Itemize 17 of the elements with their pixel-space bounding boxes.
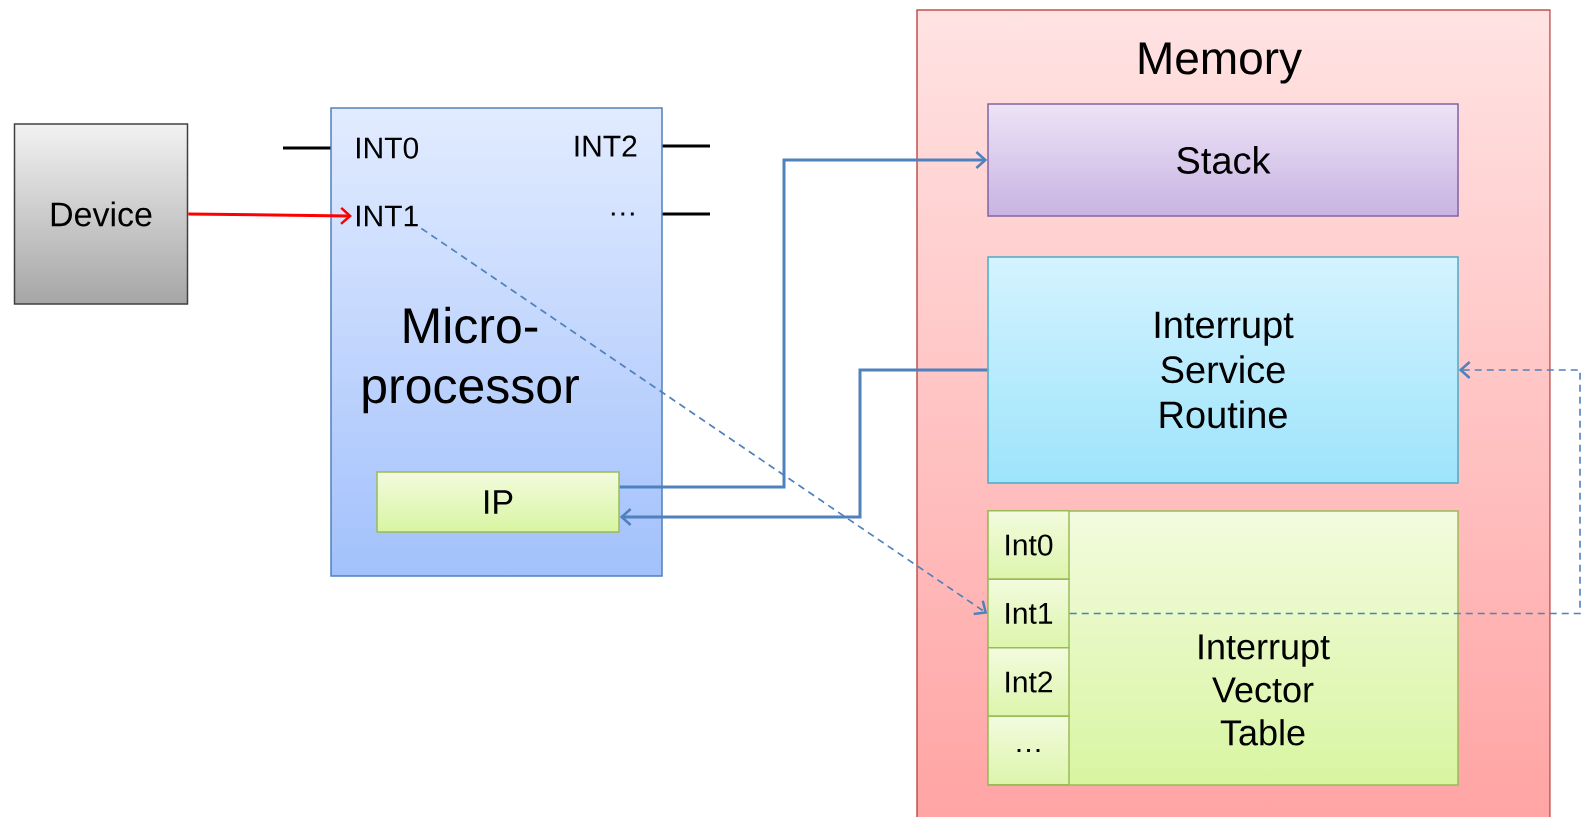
pin-label: … — [611, 212, 634, 216]
table-cell: Int0 — [987, 510, 1070, 580]
pin-label: INT2 — [575, 135, 637, 157]
arrow — [188, 206, 352, 225]
arrow — [619, 368, 988, 526]
stack-box: Stack — [987, 103, 1459, 217]
arrow — [1068, 361, 1581, 615]
routine-box: Interrupt Service Routine — [987, 256, 1459, 484]
table-cell: Int2 — [987, 647, 1070, 717]
arrow — [619, 151, 988, 489]
register-box: IP — [376, 471, 620, 533]
pin-label: INT1 — [357, 205, 418, 227]
table-cell: Int1 — [987, 578, 1070, 649]
pin-label: INT0 — [357, 137, 419, 159]
table-cell: … — [987, 715, 1070, 786]
device-box: Device — [13, 123, 189, 305]
arrow — [420, 227, 988, 616]
